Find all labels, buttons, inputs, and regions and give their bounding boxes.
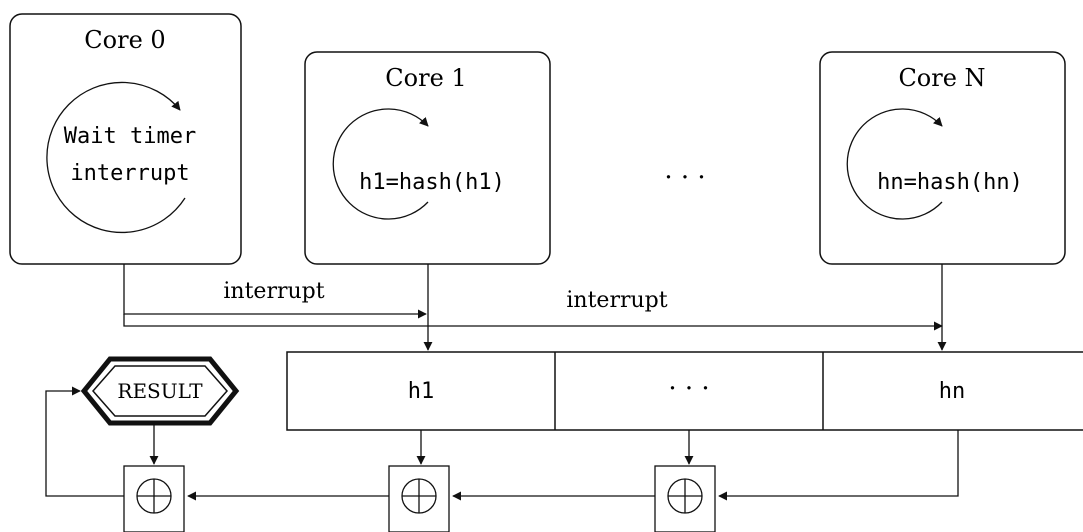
result-label: RESULT — [117, 379, 203, 403]
loop-arrow-icon — [46, 81, 186, 234]
core-0-box: Core 0 Wait timer interrupt — [9, 13, 242, 265]
core-1-title: Core 1 — [385, 64, 466, 92]
core-0-title: Core 0 — [84, 26, 165, 54]
core-1-box: Core 1 h1=hash(h1) — [304, 51, 551, 265]
loop-arrow-icon — [332, 108, 429, 220]
feedback-to-result-arrow — [45, 386, 124, 497]
interrupt-label-1: interrupt — [223, 279, 324, 304]
core-n-title: Core N — [898, 64, 985, 92]
result-node: RESULT — [80, 356, 240, 426]
core-1-loop-text: h1=hash(h1) — [359, 170, 505, 195]
xor-unit-1 — [123, 465, 185, 532]
cores-ellipsis: · · · — [664, 163, 705, 193]
buffer-cell-h1: h1 — [408, 379, 435, 404]
core-n-box: Core N hn=hash(hn) — [819, 51, 1066, 265]
xor-unit-3 — [654, 465, 716, 532]
interrupt-label-2: interrupt — [566, 288, 667, 313]
hash-buffer: h1 · · · hn — [286, 351, 1083, 431]
hn-to-xor-arrow — [718, 430, 959, 501]
loop-arrow-icon — [846, 108, 943, 220]
buffer-cell-ellipsis: · · · — [668, 374, 709, 404]
core-n-loop-text: hn=hash(hn) — [877, 170, 1023, 195]
core-0-loop-line-2: interrupt — [70, 161, 189, 186]
buffer-cell-hn: hn — [939, 379, 966, 404]
core-0-loop-line-1: Wait timer — [64, 124, 196, 149]
interrupt-lines: interrupt interrupt — [123, 264, 943, 331]
xor-unit-2 — [388, 465, 450, 532]
